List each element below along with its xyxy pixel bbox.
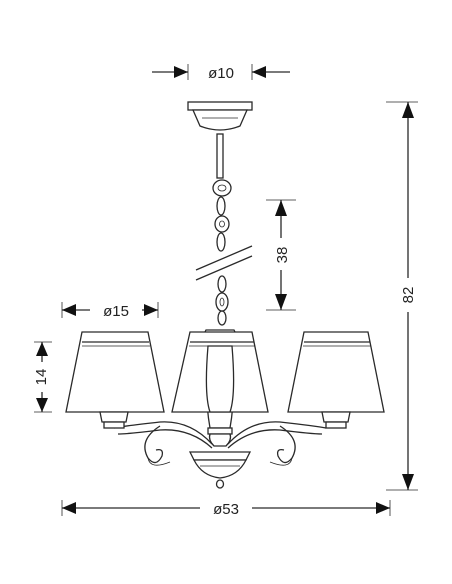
dimension-total-diameter: ø53	[61, 500, 391, 518]
bottom-bowl	[188, 451, 252, 489]
chain-length-label: 38	[274, 247, 291, 264]
dimension-chain-length: 38	[266, 199, 296, 311]
canopy	[187, 101, 253, 131]
dimension-total-height: 82	[386, 101, 418, 491]
lamp-shade-left	[65, 331, 165, 429]
rod	[216, 133, 224, 179]
total-diameter-label: ø53	[213, 501, 239, 518]
shade-diameter-label: ø15	[103, 303, 129, 320]
lamp-shade-right	[287, 331, 385, 429]
dimension-shade-diameter: ø15	[61, 302, 159, 320]
lamp-shade-center	[171, 331, 269, 413]
canopy-diameter-label: ø10	[208, 65, 234, 82]
arms	[113, 421, 327, 466]
total-height-label: 82	[400, 287, 417, 304]
chain	[195, 179, 253, 326]
dimension-shade-height: 14	[33, 341, 52, 413]
shade-height-label: 14	[33, 369, 50, 386]
dimension-canopy-diameter: ø10	[152, 64, 290, 82]
